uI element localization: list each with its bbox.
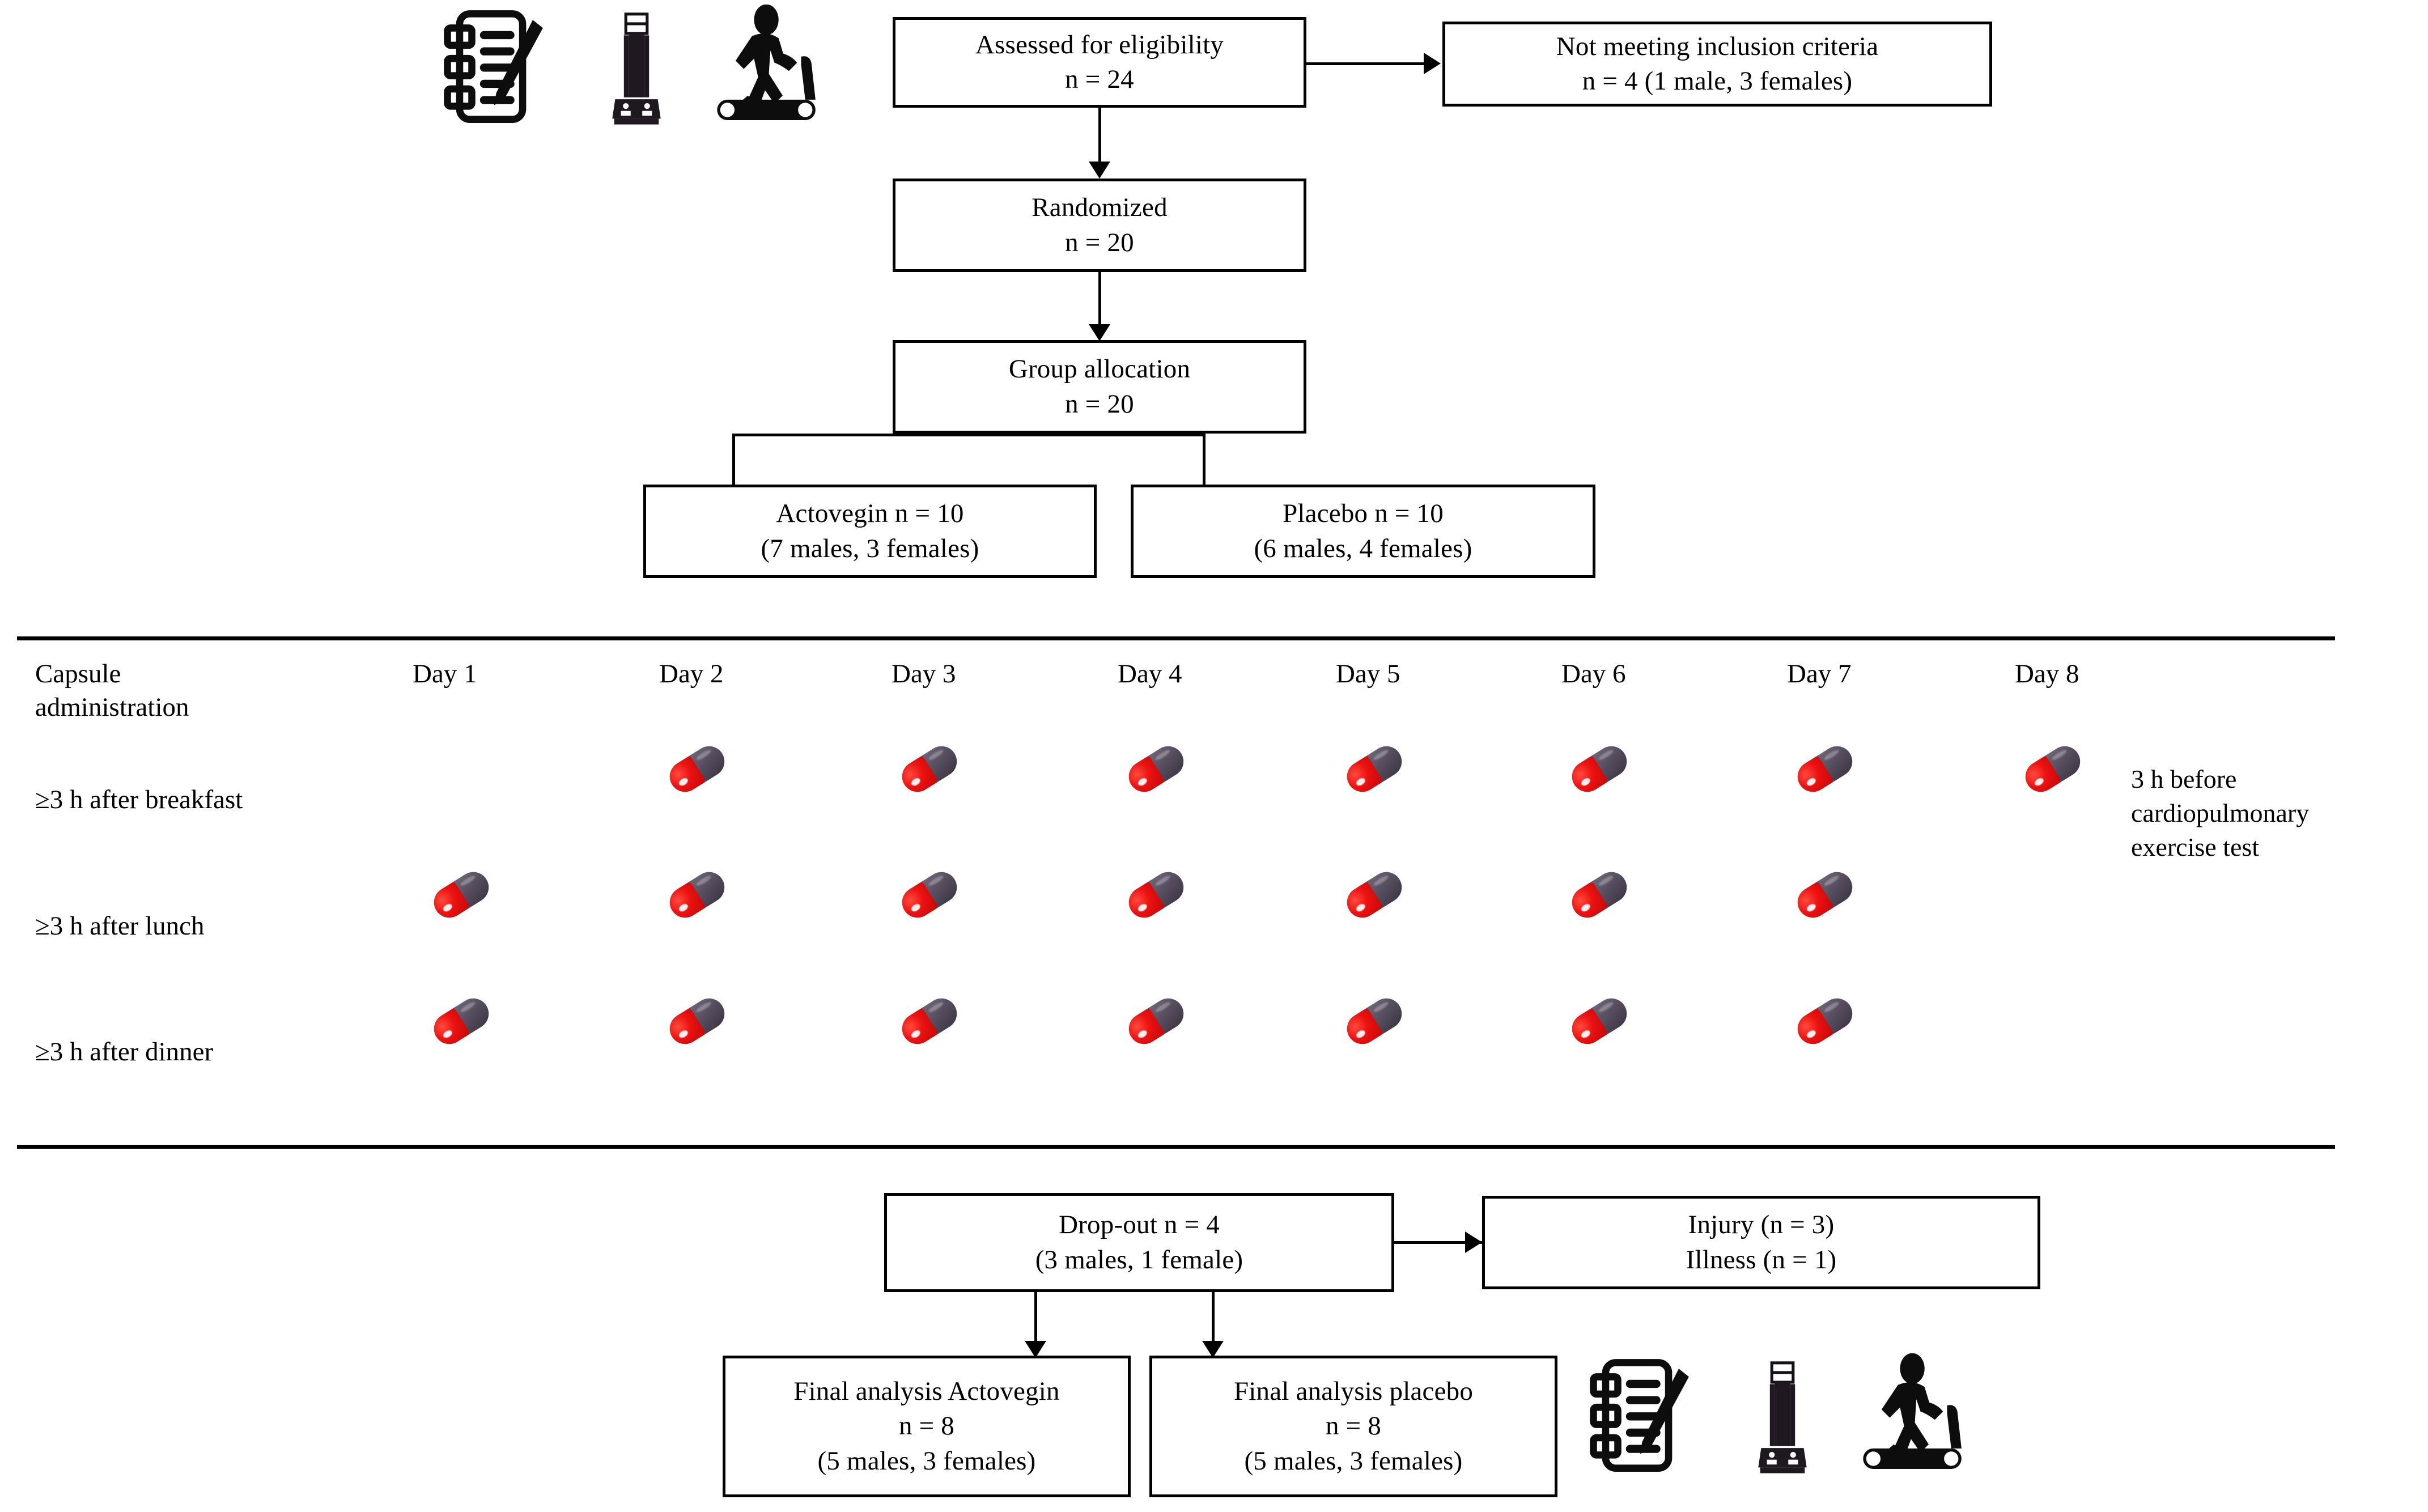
allocation-line2: n = 20 [1065, 389, 1134, 419]
capsule-lunch-day5 [1341, 866, 1408, 924]
excluded-line1: Not meeting inclusion criteria [1556, 31, 1879, 61]
connector-dropout-to-final-placebo [1212, 1292, 1215, 1343]
box-actovegin-arm: Actovegin n = 10 (7 males, 3 females) [643, 485, 1097, 578]
capsule-breakfast-day4 [1123, 740, 1190, 798]
capsule-dinner-day1 [428, 992, 495, 1050]
capsule-breakfast-day5 [1341, 740, 1408, 798]
assessed-line1: Assessed for eligibility [975, 29, 1224, 60]
day-header-7: Day 7 [1787, 659, 1852, 689]
capsule-dinner-day6 [1566, 992, 1633, 1050]
treadmill-runner-icon [1849, 1353, 1982, 1478]
capsule-breakfast-day8 [2019, 740, 2086, 798]
capsule-dinner-day2 [664, 992, 731, 1050]
arrowhead-to-reasons [1465, 1231, 1482, 1253]
randomized-line2: n = 20 [1065, 227, 1134, 257]
body-composition-analyzer-icon [1748, 1359, 1816, 1475]
box-dropout-reasons: Injury (n = 3) Illness (n = 1) [1482, 1196, 2040, 1289]
allocation-line1: Group allocation [1008, 354, 1191, 384]
arrowhead-to-excluded [1424, 53, 1441, 74]
capsule-dinner-day7 [1792, 992, 1858, 1050]
capsule-breakfast-day7 [1792, 740, 1858, 798]
capsule-lunch-day7 [1792, 866, 1858, 924]
connector-assessed-to-randomized [1098, 108, 1101, 163]
day-header-6: Day 6 [1561, 659, 1626, 689]
row-label-dinner: ≥3 h after dinner [35, 1037, 214, 1067]
final-actovegin-line1: Final analysis Actovegin [793, 1377, 1060, 1407]
connector-dropout-to-reasons [1394, 1241, 1485, 1244]
capsule-lunch-day4 [1123, 866, 1190, 924]
box-final-analysis-placebo: Final analysis placebo n = 8 (5 males, 3… [1149, 1356, 1557, 1497]
box-assessed-for-eligibility: Assessed for eligibility n = 24 [893, 17, 1306, 108]
excluded-line2: n = 4 (1 male, 3 females) [1582, 66, 1853, 96]
arrowhead-to-final-placebo [1202, 1341, 1224, 1358]
clipboard-pen-icon [1581, 1354, 1703, 1476]
capsule-lunch-day2 [664, 866, 731, 924]
capsule-breakfast-day3 [896, 740, 963, 798]
capsule-breakfast-day2 [664, 740, 731, 798]
connector-allocation-to-actovegin [732, 434, 735, 503]
reasons-line2: Illness (n = 1) [1686, 1245, 1837, 1275]
box-placebo-arm: Placebo n = 10 (6 males, 4 females) [1131, 485, 1595, 578]
final-actovegin-line3: (5 males, 3 females) [817, 1446, 1036, 1476]
capsule-dinner-day3 [896, 992, 963, 1050]
table-rule-top [17, 636, 2335, 640]
box-group-allocation: Group allocation n = 20 [893, 340, 1306, 434]
connector-allocation-split-right [1097, 434, 1205, 436]
capsule-dinner-day4 [1123, 992, 1190, 1050]
box-not-meeting-inclusion-criteria: Not meeting inclusion criteria n = 4 (1 … [1442, 22, 1992, 107]
capsule-lunch-day1 [428, 866, 495, 924]
capsule-breakfast-day6 [1566, 740, 1633, 798]
box-randomized: Randomized n = 20 [893, 179, 1306, 272]
connector-allocation-split-left [732, 434, 1100, 436]
dropout-line1: Drop-out n = 4 [1059, 1210, 1220, 1240]
arrowhead-to-final-actovegin [1025, 1341, 1046, 1358]
arrowhead-to-randomized [1089, 162, 1110, 179]
randomized-line1: Randomized [1032, 193, 1168, 223]
arrowhead-to-allocation [1089, 324, 1110, 341]
final-placebo-line2: n = 8 [1325, 1411, 1381, 1441]
final-actovegin-line2: n = 8 [898, 1411, 954, 1441]
row-label-breakfast: ≥3 h after breakfast [35, 785, 243, 814]
box-final-analysis-actovegin: Final analysis Actovegin n = 8 (5 males,… [723, 1356, 1131, 1497]
connector-randomized-to-allocation [1098, 272, 1101, 326]
cardiopulmonary-test-note: 3 h before cardiopulmonary exercise test [2131, 765, 2310, 861]
treadmill-runner-icon [703, 4, 836, 129]
dropout-line2: (3 males, 1 female) [1035, 1245, 1243, 1275]
connector-allocation-to-placebo [1203, 434, 1205, 503]
connector-dropout-to-final-actovegin [1034, 1292, 1037, 1343]
day-header-2: Day 2 [659, 659, 724, 689]
actovegin-line2: (7 males, 3 females) [761, 533, 979, 563]
actovegin-line1: Actovegin n = 10 [776, 499, 964, 529]
connector-assessed-to-excluded [1306, 62, 1425, 65]
day-header-8: Day 8 [2015, 659, 2079, 689]
final-placebo-line1: Final analysis placebo [1233, 1377, 1474, 1407]
reasons-line1: Injury (n = 3) [1688, 1210, 1835, 1240]
capsule-lunch-day6 [1566, 866, 1633, 924]
body-composition-analyzer-icon [602, 10, 670, 126]
capsule-administration-label: Capsule administration [35, 659, 189, 723]
box-drop-out: Drop-out n = 4 (3 males, 1 female) [884, 1193, 1394, 1292]
placebo-line2: (6 males, 4 females) [1254, 533, 1472, 563]
final-placebo-line3: (5 males, 3 females) [1244, 1446, 1463, 1476]
capsule-dinner-day5 [1341, 992, 1408, 1050]
capsule-lunch-day3 [896, 866, 963, 924]
day-header-3: Day 3 [892, 659, 956, 689]
day-header-4: Day 4 [1118, 659, 1182, 689]
table-rule-bottom [17, 1145, 2335, 1149]
clipboard-pen-icon [435, 6, 557, 128]
row-label-lunch: ≥3 h after lunch [35, 911, 205, 941]
day-header-1: Day 1 [413, 659, 477, 689]
placebo-line1: Placebo n = 10 [1283, 499, 1444, 529]
day-header-5: Day 5 [1336, 659, 1400, 689]
assessed-line2: n = 24 [1065, 65, 1134, 94]
